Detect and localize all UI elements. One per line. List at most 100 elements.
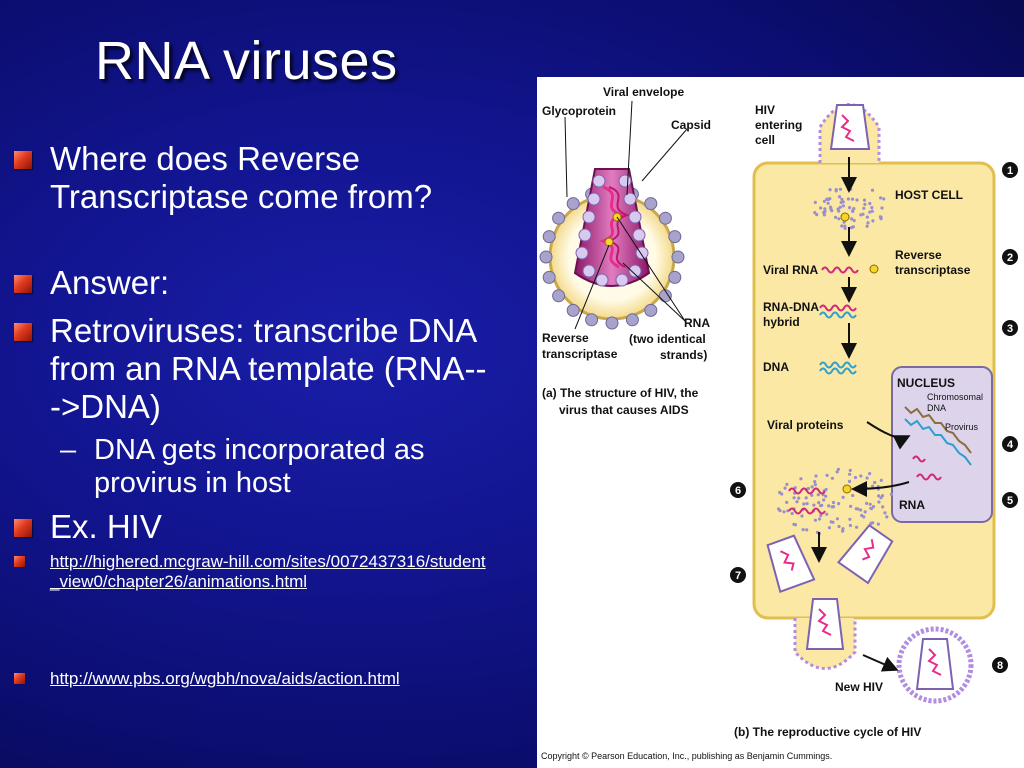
glycoprotein-knob	[566, 303, 580, 317]
particle-dot	[813, 200, 817, 204]
particle-dot	[793, 486, 797, 490]
svg-text:7: 7	[735, 570, 741, 582]
particle-dot	[825, 512, 829, 516]
svg-text:virus that causes AIDS: virus that causes AIDS	[559, 403, 689, 417]
step-5: 5	[1002, 492, 1018, 508]
svg-text:2: 2	[1007, 252, 1013, 264]
particle-dot	[855, 525, 859, 529]
link-pbs-nova[interactable]: http://www.pbs.org/wgbh/nova/aids/action…	[14, 669, 490, 689]
particle-dot	[868, 201, 872, 206]
glycoprotein-knob	[658, 211, 672, 225]
particle-dot	[855, 198, 859, 202]
svg-text:Viral RNA: Viral RNA	[763, 263, 818, 277]
particle-dot	[870, 206, 874, 210]
particle-dot	[841, 529, 845, 533]
glycoprotein-knob	[668, 230, 682, 244]
particle-dot	[813, 483, 817, 487]
svg-text:RNA: RNA	[899, 498, 925, 512]
particle-dot	[863, 510, 867, 514]
svg-text:Glycoprotein: Glycoprotein	[542, 104, 616, 118]
viral-rna-wave	[821, 266, 859, 274]
particle-dot	[879, 217, 883, 221]
slide-title: RNA viruses	[95, 31, 398, 91]
svg-text:HIV: HIV	[755, 103, 775, 117]
particle-dot	[800, 514, 804, 518]
bullet-marker	[14, 556, 25, 567]
new-virions	[766, 523, 974, 704]
particle-dot	[880, 494, 885, 498]
particle-dot	[838, 187, 843, 191]
particle-dot	[853, 475, 858, 480]
svg-text:DNA: DNA	[927, 403, 946, 413]
particle-dot	[828, 197, 832, 201]
particle-dot	[876, 522, 880, 526]
particle-dot	[822, 199, 826, 203]
glycoprotein-knob	[644, 303, 658, 317]
particle-dot	[883, 511, 887, 515]
particle-dot	[827, 526, 831, 530]
structure-leader-lines	[564, 100, 688, 330]
particle-dot	[839, 200, 843, 205]
svg-text:NUCLEUS: NUCLEUS	[897, 376, 955, 390]
particle-dot	[819, 206, 823, 210]
particle-dot	[836, 467, 840, 471]
particle-dot	[830, 476, 834, 480]
particle-dot	[801, 528, 805, 532]
dna-wave	[819, 361, 857, 369]
particle-dot	[835, 517, 839, 521]
particle-dot	[805, 528, 809, 532]
particle-dot	[862, 206, 866, 210]
glycoprotein-knob	[552, 211, 566, 225]
particle-dot	[831, 500, 836, 505]
particle-dot	[865, 476, 869, 480]
particle-dot	[880, 206, 884, 210]
particle-dot	[841, 204, 845, 208]
particle-dot	[837, 217, 841, 221]
particle-dot	[778, 490, 782, 495]
particle-dot	[848, 517, 852, 521]
particle-dot	[848, 472, 852, 476]
particle-dot	[870, 188, 875, 192]
particle-dot	[865, 215, 869, 219]
particle-dot	[865, 224, 869, 228]
particle-dot	[806, 486, 810, 491]
bullet-marker	[14, 323, 32, 341]
particle-dot	[841, 495, 845, 499]
particle-dot	[815, 213, 819, 217]
copyright-text: Copyright © Pearson Education, Inc., pub…	[541, 751, 832, 761]
step-3: 3	[1002, 320, 1018, 336]
step-7: 7	[730, 567, 746, 583]
particle-dot	[837, 195, 842, 199]
step-1: 1	[1002, 162, 1018, 178]
svg-text:RNA: RNA	[684, 316, 710, 330]
particle-dot	[848, 523, 852, 528]
particle-dot	[859, 213, 863, 217]
particle-dot	[870, 209, 874, 213]
particle-dot	[877, 494, 881, 498]
glycoprotein-knob	[625, 313, 639, 327]
link-mcgraw-hill[interactable]: http://highered.mcgraw-hill.com/sites/00…	[14, 552, 488, 592]
svg-text:8: 8	[997, 660, 1003, 672]
particle-dot	[881, 505, 885, 509]
particle-dot	[810, 485, 814, 489]
particle-dot	[783, 486, 787, 490]
nucleus-shape	[891, 366, 993, 523]
particle-dot	[843, 226, 847, 230]
particle-dot	[848, 206, 852, 210]
particle-dot	[838, 205, 842, 209]
step-8: 8	[992, 657, 1008, 673]
particle-dot	[863, 202, 867, 206]
particle-dot	[785, 482, 789, 486]
particle-dot	[865, 501, 869, 505]
particle-dot	[834, 188, 838, 192]
particle-dot	[793, 523, 798, 527]
svg-text:DNA: DNA	[763, 360, 789, 374]
bullet-marker	[14, 151, 32, 169]
svg-text:Viral envelope: Viral envelope	[603, 85, 684, 99]
particle-dot	[828, 188, 832, 192]
svg-text:entering: entering	[755, 118, 802, 132]
particle-dot	[824, 487, 828, 492]
particle-dot	[871, 219, 875, 223]
particle-dot	[879, 196, 883, 200]
svg-text:strands): strands)	[660, 348, 707, 362]
